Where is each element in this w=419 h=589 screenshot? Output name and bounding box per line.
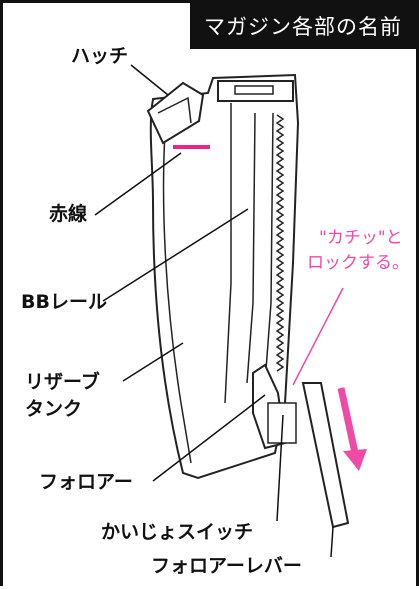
annotation-line1: "カチッ"と [319, 228, 403, 248]
bb-rail-outer [224, 103, 232, 404]
magazine-top-cap [217, 80, 294, 102]
annotation-line2: ロックする。 [307, 253, 409, 273]
follower-lever [301, 382, 350, 529]
hatch [146, 81, 205, 145]
bb-rail-leader [102, 208, 249, 302]
reservoir-leader [122, 342, 184, 382]
label-reservoir-line1: リザーブ [25, 371, 100, 393]
label-red-line: 赤線 [49, 203, 88, 225]
label-bb-rail: BBレール [21, 291, 107, 313]
spring-coil [275, 114, 285, 372]
magazine-illustration [94, 64, 367, 558]
hatch-leader [130, 64, 169, 96]
label-follower: フォロアー [39, 471, 133, 493]
bb-rail-inner [246, 112, 256, 384]
label-reservoir-line2: タンク [25, 398, 83, 420]
label-hatch: ハッチ [71, 45, 129, 67]
follower-leader [152, 394, 266, 482]
magazine-inner-outline [162, 132, 192, 464]
follower-lever-leader [330, 526, 334, 558]
red-line-leader [94, 152, 182, 216]
release-switch-leader [276, 414, 284, 522]
annotation-leader [292, 287, 344, 386]
diagram-title: マガジン各部の名前 [190, 3, 416, 49]
pink-arrow-head [343, 449, 367, 471]
label-release-switch: かいじょスイッチ [101, 521, 254, 543]
label-follower-lever: フォロアーレバー [151, 555, 302, 577]
